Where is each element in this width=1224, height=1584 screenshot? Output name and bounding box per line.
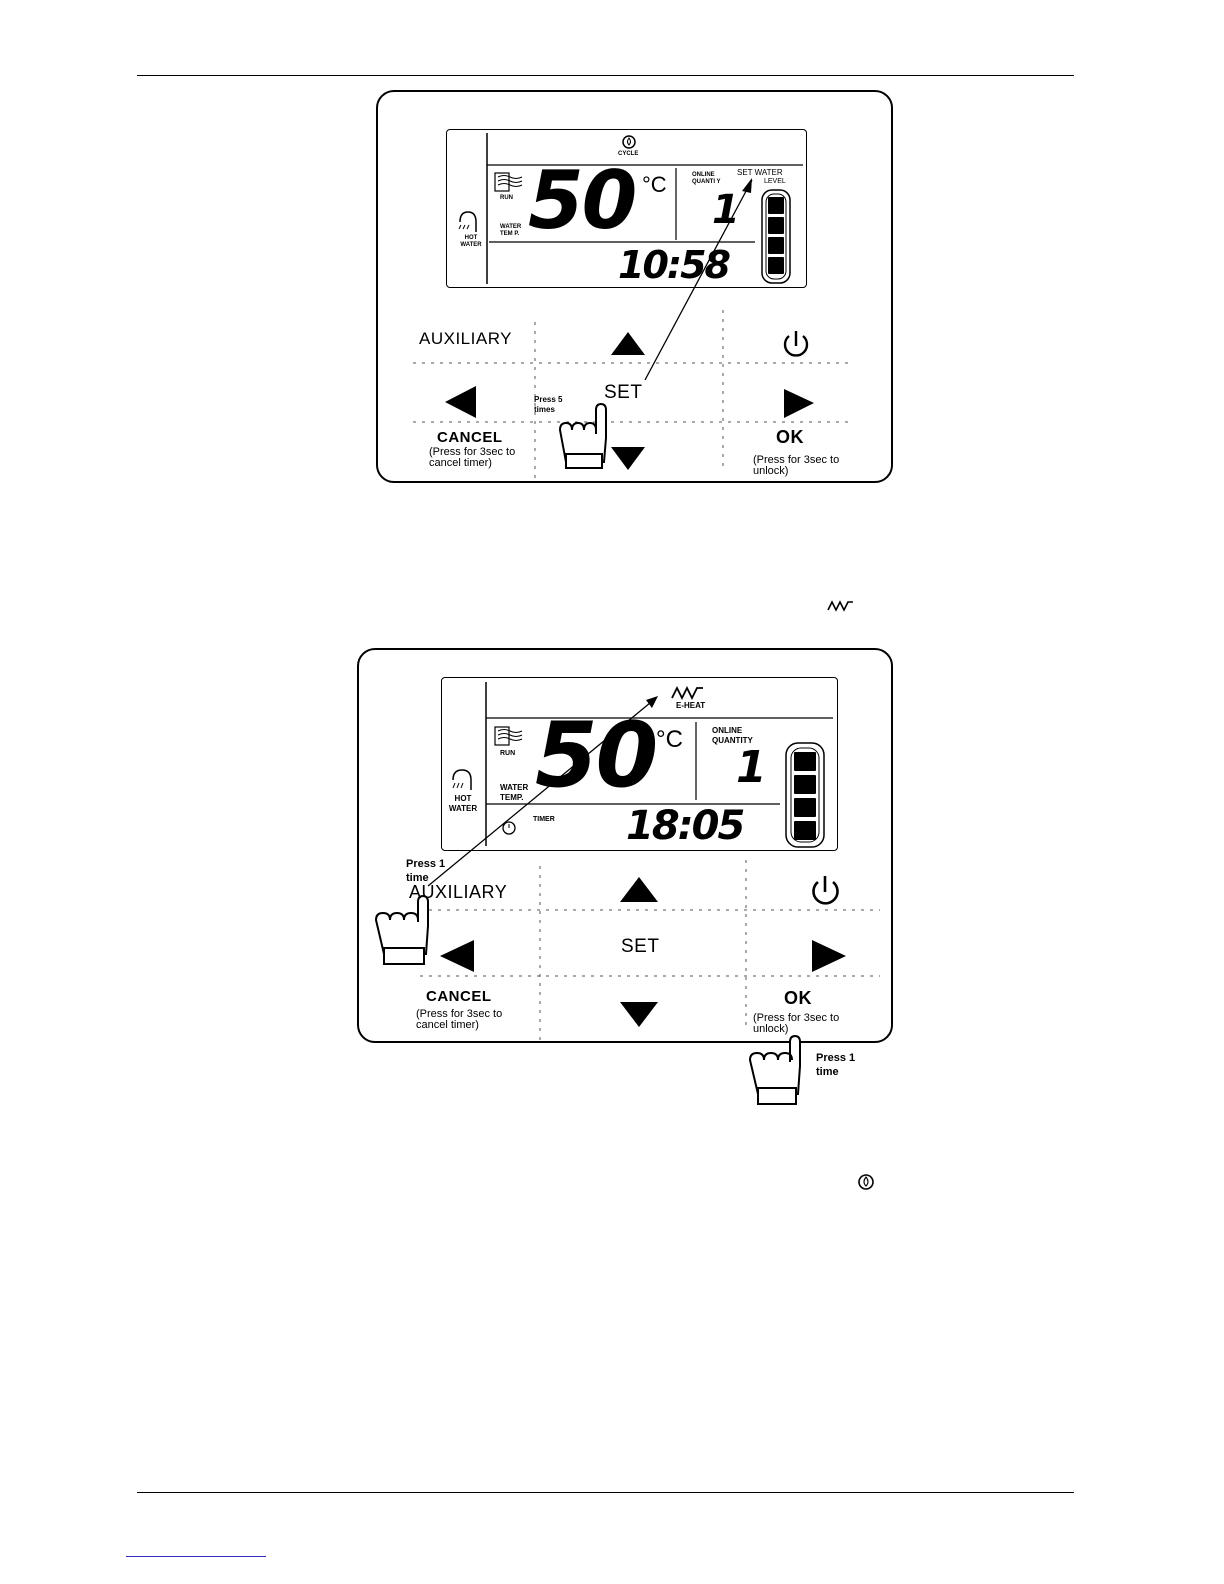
cancel-note-2: (Press for 3sec to cancel timer)	[416, 1008, 503, 1031]
water-level-gauge-1	[768, 197, 784, 276]
bottom-rule	[137, 1492, 1074, 1493]
quantity-readout-2: 1	[736, 742, 767, 793]
press-instruction: Press 5 times	[534, 395, 563, 414]
press-ok-instruction: Press 1 time	[816, 1052, 856, 1078]
online-quantity-label: ONLINE QUANTI Y	[692, 172, 721, 185]
cycle-label: CYCLE	[618, 151, 639, 157]
ok-note: (Press for 3sec to unlock)	[753, 454, 840, 477]
press-aux-instruction: Press 1 time	[406, 858, 446, 884]
hot-water-label-2: HOT WATER	[448, 794, 478, 813]
lcd-screen-2	[441, 677, 838, 851]
footer-link-underline	[126, 1556, 266, 1557]
clock-readout: 10:58	[618, 243, 731, 287]
controller-panel-2	[357, 648, 893, 1043]
temperature-readout-2: 50	[535, 703, 658, 808]
water-level-gauge-2	[794, 752, 816, 840]
auxiliary-button-2[interactable]: AUXILIARY	[409, 882, 508, 902]
set-button[interactable]: SET	[604, 382, 643, 403]
ok-button[interactable]: OK	[776, 427, 804, 447]
online-quantity-label-2: ONLINE QUANTITY	[712, 726, 753, 745]
ok-note-2: (Press for 3sec to unlock)	[753, 1012, 840, 1035]
hot-water-label: HOT WATER	[460, 235, 482, 248]
cancel-button[interactable]: CANCEL	[437, 429, 503, 446]
cancel-note: (Press for 3sec to cancel timer)	[429, 446, 516, 469]
set-button-2[interactable]: SET	[621, 936, 660, 957]
set-water-label: SET WATER	[737, 168, 783, 177]
clock-readout-2: 18:05	[626, 803, 745, 849]
e-heat-label: E-HEAT	[676, 701, 706, 710]
timer-label: TIMER	[533, 816, 555, 823]
temperature-unit-2: °C	[656, 726, 683, 753]
run-label: RUN	[500, 195, 513, 201]
run-label-2: RUN	[500, 750, 516, 757]
water-temp-label: WATER TEM P.	[500, 224, 522, 237]
auxiliary-button[interactable]: AUXILIARY	[419, 329, 513, 348]
quantity-readout: 1	[712, 187, 740, 233]
level-label: LEVEL	[764, 178, 786, 185]
cancel-button-2[interactable]: CANCEL	[426, 988, 492, 1005]
temperature-unit: °C	[642, 172, 667, 197]
water-temp-label-2: WATER TEMP.	[500, 783, 529, 802]
lcd-screen-1	[446, 129, 807, 288]
ok-button-2[interactable]: OK	[784, 988, 812, 1008]
top-rule	[137, 75, 1074, 76]
controller-panel-1	[376, 90, 893, 483]
temperature-readout: 50	[528, 154, 637, 247]
